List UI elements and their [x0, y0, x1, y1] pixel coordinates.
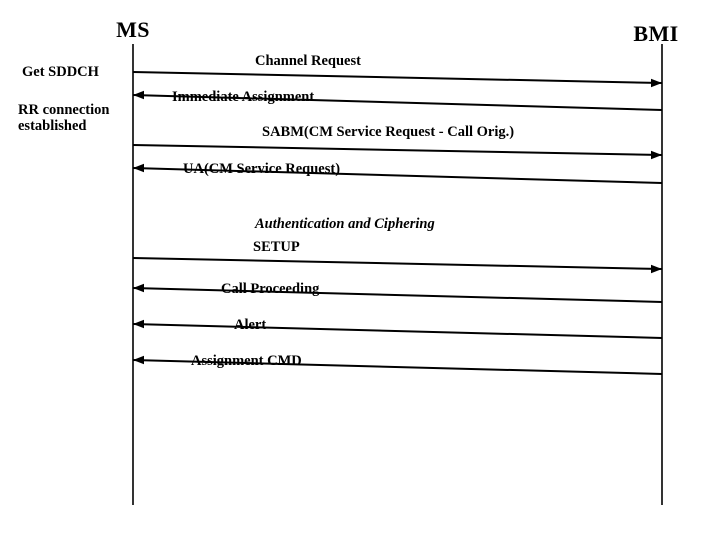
msg-ua-label: UA(CM Service Request) — [183, 161, 341, 177]
msg-alert-label: Alert — [234, 317, 267, 333]
msg-ua-line — [132, 167, 663, 184]
msg-assignment-cmd-line — [132, 359, 663, 375]
msg-alert-line — [132, 323, 663, 339]
side-note-get-sddch: Get SDDCH — [22, 64, 99, 80]
msg-alert-arrowhead — [133, 319, 144, 329]
msg-setup-line — [132, 257, 663, 270]
msg-channel-request-label: Channel Request — [255, 53, 361, 69]
msg-channel-request-arrowhead — [651, 78, 662, 88]
side-note-rr-connection-line1: RR connection — [18, 102, 110, 118]
msg-setup-label: SETUP — [253, 239, 300, 255]
lifelines-group — [132, 44, 663, 505]
msg-immediate-assignment-label: Immediate Assignment — [172, 89, 315, 105]
msg-assignment-cmd-arrowhead — [133, 355, 144, 365]
actor-label-ms: MS — [116, 17, 150, 42]
msg-sabm-label: SABM(CM Service Request - Call Orig.) — [262, 124, 515, 140]
msg-channel-request-line — [132, 71, 663, 84]
msg-call-proceeding-line — [132, 287, 663, 303]
msg-sabm-line — [132, 144, 663, 156]
msg-immediate-assignment-line — [132, 94, 663, 111]
msg-call-proceeding-arrowhead — [133, 283, 144, 293]
msg-call-proceeding-label: Call Proceeding — [221, 281, 320, 297]
side-note-rr-connection: RR connection established — [18, 102, 109, 134]
msg-sabm-arrowhead — [651, 150, 662, 160]
msg-setup-arrowhead — [651, 264, 662, 274]
actor-label-bmi: BMI — [633, 21, 679, 46]
msg-setup-annotation: Authentication and Ciphering — [255, 216, 435, 232]
message-arrows-group — [132, 71, 663, 375]
msg-ua-arrowhead — [133, 163, 144, 173]
msg-assignment-cmd-label: Assignment CMD — [191, 353, 302, 369]
side-note-rr-connection-line2: established — [18, 118, 87, 135]
msg-immediate-assignment-arrowhead — [133, 90, 144, 100]
